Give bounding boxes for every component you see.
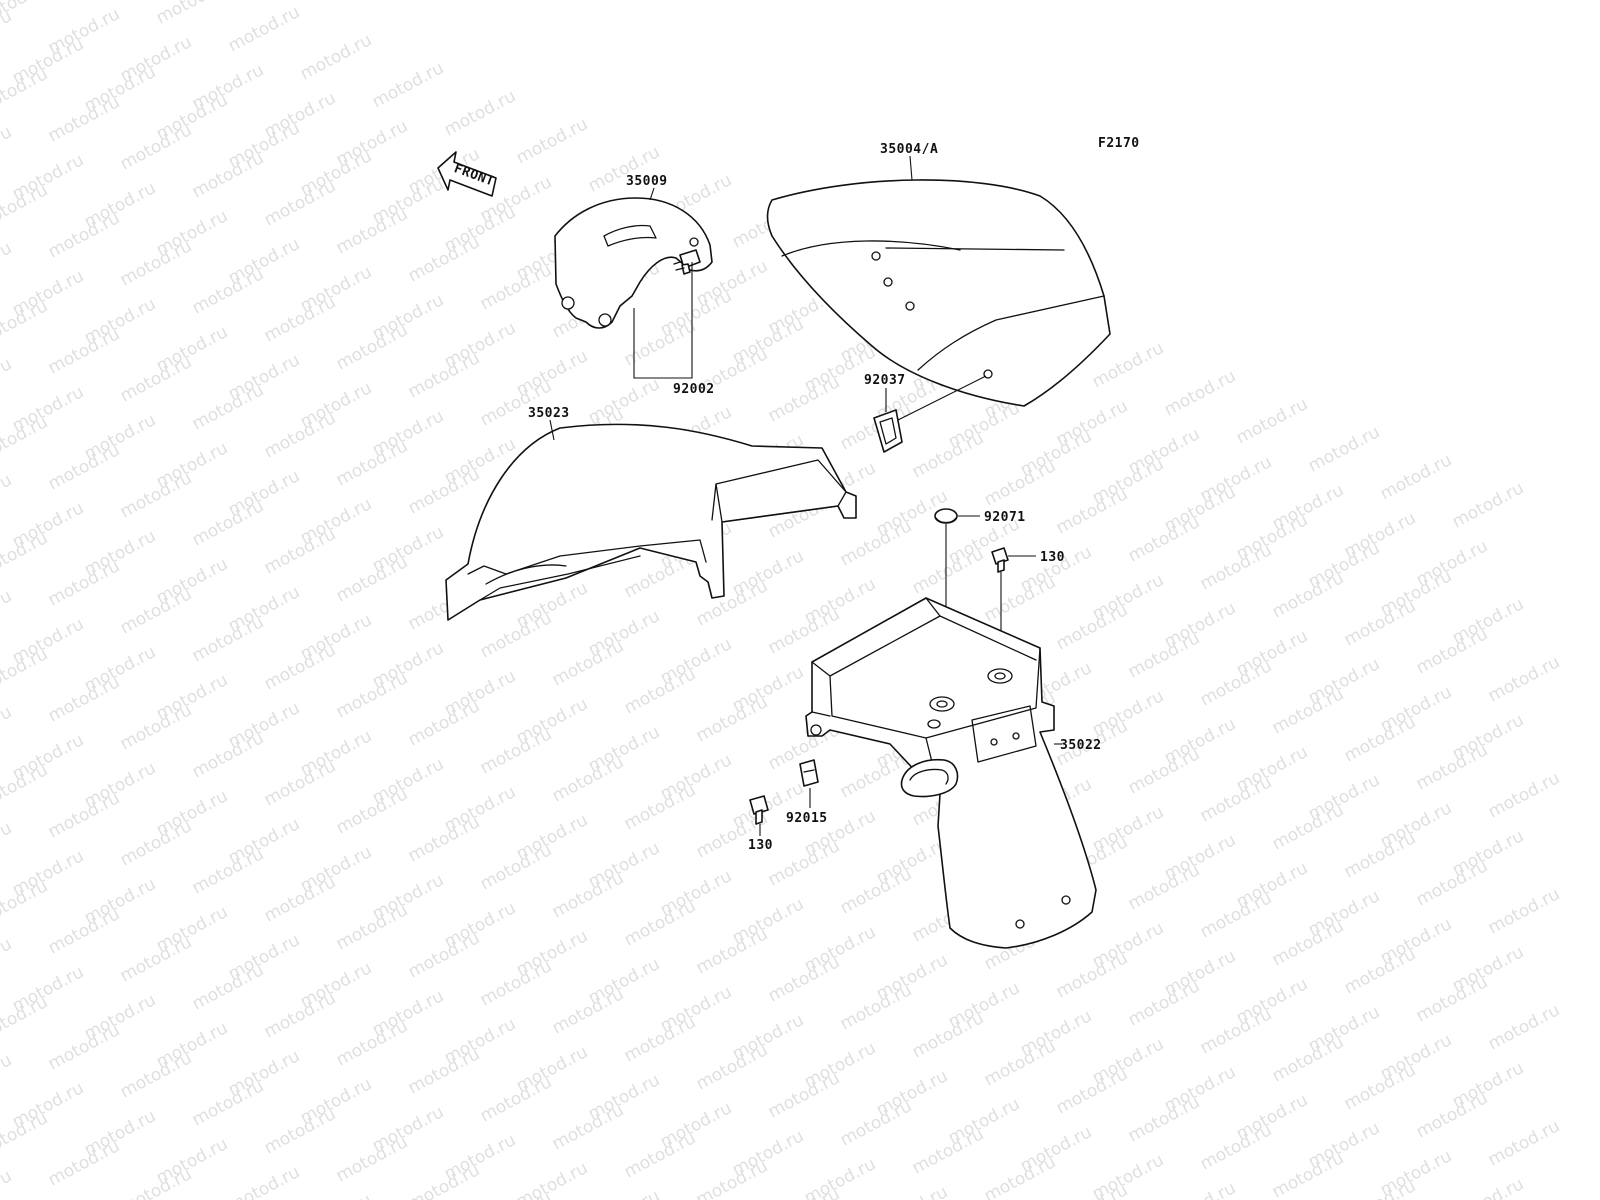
watermark-text: motod.ru [441,86,519,140]
watermark-text: motod.ru [873,1182,951,1200]
watermark-text: motod.ru [1089,338,1167,392]
watermark-text: motod.ru [0,354,15,408]
part-label-92037: 92037 [864,373,906,388]
part-35022-rear-fender[interactable] [805,597,1097,949]
watermark-text: motod.ru [513,1158,591,1200]
watermark-text: motod.ru [0,180,51,234]
watermark-text: motod.ru [0,1050,15,1104]
part-92002-bolt[interactable] [673,249,701,275]
watermark-text: motod.ru [0,412,51,466]
watermark-text: motod.ru [153,0,231,28]
watermark-text: motod.ru [513,114,591,168]
watermark-text: motod.ru [1485,884,1563,938]
part-35023-inner-fender[interactable] [445,423,857,621]
watermark-text: motod.ru [0,64,51,118]
watermark-text: motod.ru [1485,1000,1563,1054]
watermark-text: motod.ru [0,470,15,524]
leader-35004a [909,155,913,181]
watermark-text: motod.ru [297,1190,375,1200]
part-label-130-upper: 130 [1040,550,1065,565]
watermark-text: motod.ru [1161,1178,1239,1200]
watermark-text: motod.ru [1449,1174,1527,1200]
watermark-text: motod.ru [1233,394,1311,448]
part-label-35004a: 35004/A [880,142,938,157]
watermark-text: motod.ru [801,1154,879,1200]
watermark-text: motod.ru [1377,450,1455,504]
part-92071-cap[interactable] [934,508,958,524]
watermark-layer: motod.rumotod.rumotod.rumotod.rumotod.ru… [0,0,1563,1200]
watermark-text: motod.ru [585,1186,663,1200]
watermark-text: motod.ru [1305,422,1383,476]
watermark-text: motod.ru [0,876,51,930]
part-92015-nut[interactable] [799,759,819,787]
watermark-text: motod.ru [0,122,15,176]
watermark-text: motod.ru [0,528,51,582]
watermark-text: motod.ru [0,992,51,1046]
part-label-92002: 92002 [673,382,715,397]
watermark-text: motod.ru [369,58,447,112]
watermark-text: motod.ru [0,818,15,872]
part-label-35023: 35023 [528,406,570,421]
watermark-text: motod.ru [0,586,15,640]
watermark-text: motod.ru [1161,366,1239,420]
watermark-text: motod.ru [0,1108,51,1162]
part-label-130-lower: 130 [748,838,773,853]
watermark-text: motod.ru [0,238,15,292]
part-92037-grommet[interactable] [873,409,903,453]
watermark-text: motod.ru [1485,1116,1563,1170]
figure-code: F2170 [1098,136,1140,151]
part-label-35022: 35022 [1060,738,1102,753]
watermark-text: motod.ru [225,2,303,56]
part-35004-front-fender[interactable] [766,179,1111,407]
part-130-bolt-lower[interactable] [749,795,769,825]
part-label-92071: 92071 [984,510,1026,525]
leader-35009 [649,187,655,201]
watermark-text: motod.ru [0,644,51,698]
watermark-text: motod.ru [0,6,15,60]
watermark-text: motod.ru [0,296,51,350]
watermark-text: motod.ru [297,30,375,84]
watermark-text: motod.ru [0,702,15,756]
watermark-text: motod.ru [1485,652,1563,706]
watermark-text: motod.ru [0,760,51,814]
part-130-bolt-upper[interactable] [991,547,1009,573]
watermark-text: motod.ru [1485,768,1563,822]
leader-92037-hole [897,375,987,421]
part-label-92015: 92015 [786,811,828,826]
watermark-text: motod.ru [1449,478,1527,532]
watermark-text: motod.ru [0,934,15,988]
leader-92002 [633,262,693,379]
part-label-35009: 35009 [626,174,668,189]
watermark-text: motod.ru [0,1166,15,1200]
leader-35023 [549,419,555,441]
part-35009-cover[interactable] [554,197,713,329]
watermark-text: motod.ru [225,1162,303,1200]
